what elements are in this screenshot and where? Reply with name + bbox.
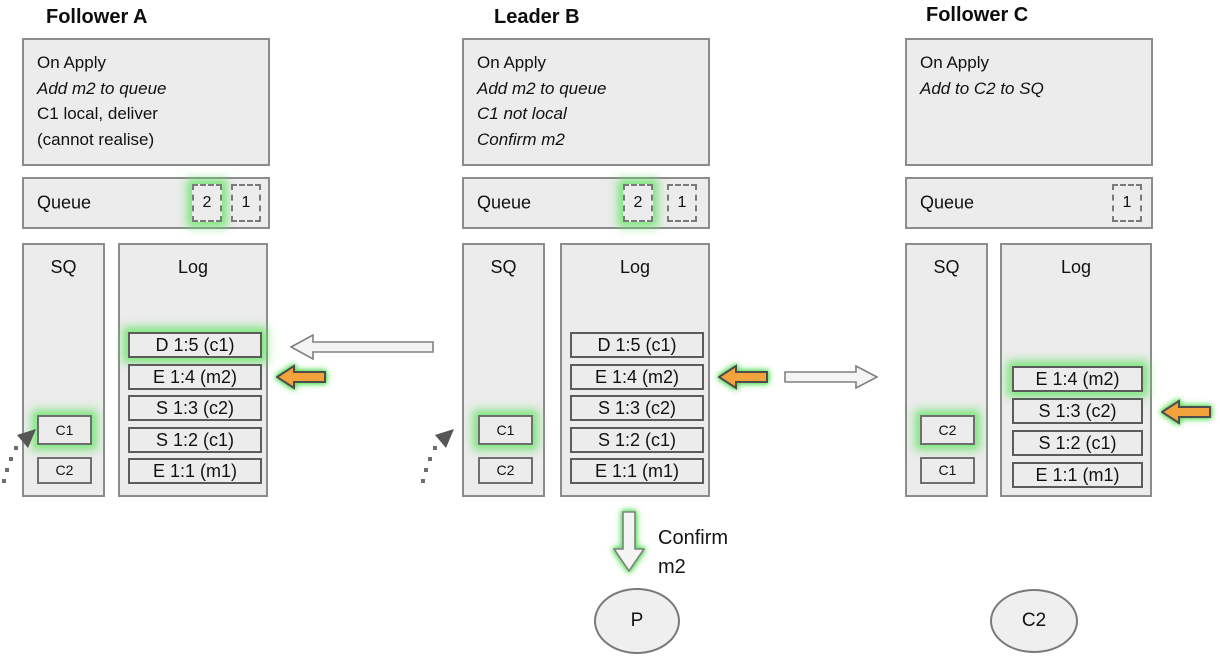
queue-slot: 2 bbox=[192, 184, 222, 222]
log-entry-text: D 1:5 (c1) bbox=[597, 335, 677, 355]
actor-c2-ellipse: C2 bbox=[990, 589, 1078, 653]
on-apply-box-a: On Apply Add m2 to queue C1 local, deliv… bbox=[22, 38, 270, 166]
log-header: Log bbox=[1060, 257, 1092, 277]
node-title-follower-c: Follower C bbox=[926, 4, 1029, 26]
confirm-line2: m2 bbox=[658, 556, 686, 578]
log-entry: E 1:4 (m2) bbox=[1012, 366, 1143, 392]
log-box-b: Log D 1:5 (c1) E 1:4 (m2) S 1:3 (c2) S 1… bbox=[560, 243, 710, 497]
confirm-m2-label: Confirm m2 bbox=[658, 524, 728, 582]
sq-pointer-dotted-arrow-a-icon bbox=[2, 429, 36, 483]
queue-box-c: Queue 1 bbox=[905, 177, 1153, 229]
sq-item-value: C2 bbox=[938, 422, 957, 438]
log-entry-text: S 1:2 (c1) bbox=[597, 430, 677, 450]
log-entry-text: E 1:1 (m1) bbox=[152, 461, 238, 481]
log-entry-text: S 1:3 (c2) bbox=[1038, 401, 1117, 421]
queue-label: Queue bbox=[477, 192, 532, 213]
on-apply-line: Confirm m2 bbox=[477, 129, 565, 149]
queue-slot: 1 bbox=[1112, 184, 1142, 222]
queue-label: Queue bbox=[920, 192, 975, 213]
sq-item: C2 bbox=[920, 415, 975, 445]
on-apply-line: Add to C2 to SQ bbox=[920, 78, 1044, 98]
replication-arrow-left-icon bbox=[290, 334, 434, 360]
apply-pointer-arrow-a-icon bbox=[276, 364, 326, 390]
sq-header: SQ bbox=[933, 257, 960, 277]
sq-item-value: C2 bbox=[496, 462, 515, 478]
queue-slot-value: 1 bbox=[1122, 194, 1132, 211]
queue-box-b: Queue 2 1 bbox=[462, 177, 710, 229]
log-entry: E 1:1 (m1) bbox=[128, 458, 262, 484]
on-apply-line: On Apply bbox=[920, 53, 989, 72]
log-entry: S 1:3 (c2) bbox=[128, 395, 262, 421]
log-header: Log bbox=[177, 257, 209, 277]
log-entry: S 1:2 (c1) bbox=[128, 427, 262, 453]
on-apply-box-b: On Apply Add m2 to queue C1 not local Co… bbox=[462, 38, 710, 166]
log-entry: S 1:3 (c2) bbox=[1012, 398, 1143, 424]
log-box-a: Log D 1:5 (c1) E 1:4 (m2) S 1:3 (c2) S 1… bbox=[118, 243, 268, 497]
sq-item: C1 bbox=[37, 415, 92, 445]
actor-c2-label: C2 bbox=[1021, 610, 1047, 631]
sq-item: C1 bbox=[920, 457, 975, 484]
log-entry: S 1:3 (c2) bbox=[570, 395, 704, 421]
log-entry-text: E 1:1 (m1) bbox=[1035, 465, 1120, 485]
on-apply-line: Add m2 to queue bbox=[477, 78, 607, 98]
log-entry-text: S 1:2 (c1) bbox=[1038, 433, 1117, 453]
queue-slot: 1 bbox=[667, 184, 697, 222]
log-entry: D 1:5 (c1) bbox=[128, 332, 262, 358]
log-entry-text: E 1:1 (m1) bbox=[594, 461, 680, 481]
log-entry-text: E 1:4 (m2) bbox=[594, 367, 680, 387]
log-entry: E 1:1 (m1) bbox=[570, 458, 704, 484]
log-entry: S 1:2 (c1) bbox=[570, 427, 704, 453]
sq-box-a: SQ C1 C2 bbox=[22, 243, 105, 497]
replication-arrow-right-icon bbox=[784, 365, 878, 389]
sq-item: C1 bbox=[478, 415, 533, 445]
log-entry-text: E 1:4 (m2) bbox=[152, 367, 238, 387]
queue-slot: 2 bbox=[623, 184, 653, 222]
sq-header: SQ bbox=[490, 257, 517, 277]
sq-item: C2 bbox=[478, 457, 533, 484]
queue-label: Queue bbox=[37, 192, 92, 213]
log-entry: S 1:2 (c1) bbox=[1012, 430, 1143, 456]
log-entry-text: S 1:3 (c2) bbox=[597, 398, 677, 418]
queue-slot-value: 1 bbox=[241, 194, 251, 211]
log-header: Log bbox=[619, 257, 651, 277]
confirm-line1: Confirm bbox=[658, 527, 729, 549]
log-entry-text: D 1:5 (c1) bbox=[155, 335, 235, 355]
queue-box-a: Queue 2 1 bbox=[22, 177, 270, 229]
confirm-arrow-down-icon bbox=[613, 511, 645, 573]
log-entry: D 1:5 (c1) bbox=[570, 332, 704, 358]
log-entry: E 1:4 (m2) bbox=[570, 364, 704, 390]
sq-item-value: C1 bbox=[938, 462, 957, 478]
log-entry-text: E 1:4 (m2) bbox=[1035, 369, 1120, 389]
log-entry: E 1:4 (m2) bbox=[128, 364, 262, 390]
queue-slot-value: 1 bbox=[677, 194, 687, 211]
actor-p-label: P bbox=[630, 610, 644, 631]
sq-pointer-dotted-arrow-b-icon bbox=[421, 429, 454, 483]
sq-item-value: C1 bbox=[496, 422, 515, 438]
sq-item-value: C2 bbox=[55, 462, 74, 478]
queue-slot-value: 2 bbox=[202, 194, 212, 211]
sq-header: SQ bbox=[50, 257, 77, 277]
on-apply-line: C1 local, deliver bbox=[37, 104, 158, 123]
actor-p-ellipse: P bbox=[594, 588, 680, 654]
apply-pointer-arrow-b-icon bbox=[718, 364, 768, 390]
node-title-follower-a: Follower A bbox=[46, 6, 148, 28]
log-box-c: Log E 1:4 (m2) S 1:3 (c2) S 1:2 (c1) E 1… bbox=[1000, 243, 1152, 497]
queue-slot: 1 bbox=[231, 184, 261, 222]
log-entry-text: S 1:3 (c2) bbox=[155, 398, 235, 418]
on-apply-line: Add m2 to queue bbox=[37, 78, 167, 98]
node-title-leader-b: Leader B bbox=[494, 6, 580, 28]
log-entry: E 1:1 (m1) bbox=[1012, 462, 1143, 488]
log-entry-text: S 1:2 (c1) bbox=[155, 430, 235, 450]
apply-pointer-arrow-c-icon bbox=[1161, 399, 1211, 425]
queue-slot-value: 2 bbox=[633, 194, 643, 211]
on-apply-line: On Apply bbox=[37, 53, 106, 72]
on-apply-line: C1 not local bbox=[477, 104, 567, 123]
on-apply-box-c: On Apply Add to C2 to SQ bbox=[905, 38, 1153, 166]
sq-box-b: SQ C1 C2 bbox=[462, 243, 545, 497]
sq-item: C2 bbox=[37, 457, 92, 484]
sq-item-value: C1 bbox=[55, 422, 74, 438]
on-apply-line: On Apply bbox=[477, 53, 546, 72]
on-apply-line: (cannot realise) bbox=[37, 129, 155, 149]
sq-box-c: SQ C2 C1 bbox=[905, 243, 988, 497]
